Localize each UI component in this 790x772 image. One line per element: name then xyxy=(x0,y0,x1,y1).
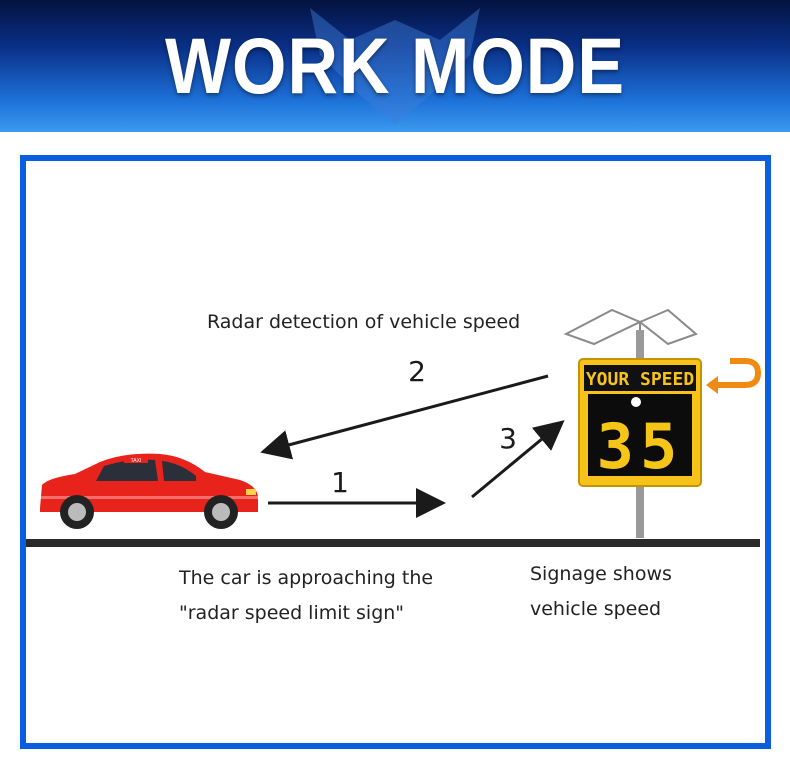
uturn-arrow-icon xyxy=(712,358,762,388)
sign-caption-line-1: Signage shows xyxy=(530,563,672,585)
step-3-number: 3 xyxy=(499,422,517,455)
car-caption-line-2: "radar speed limit sign" xyxy=(179,602,405,624)
radar-speed-sign: YOUR SPEED 35 xyxy=(578,358,702,487)
taxi-car-icon: TAXI xyxy=(40,453,258,529)
radar-detection-label: Radar detection of vehicle speed xyxy=(207,311,521,333)
step-2-number: 2 xyxy=(408,355,426,388)
header-banner: WORK MODE xyxy=(0,0,790,132)
taxi-roof-text: TAXI xyxy=(131,458,142,464)
sign-speed-display: 35 xyxy=(597,410,684,483)
work-mode-diagram: TAXI 1 2 3 YOUR SPEED xyxy=(26,308,762,547)
solar-panel-icon xyxy=(563,308,698,346)
sign-caption-line-2: vehicle speed xyxy=(530,598,662,620)
arrow-radar xyxy=(260,374,549,460)
car-caption-line-1: The car is approaching the xyxy=(179,567,434,589)
step-1-number: 1 xyxy=(331,466,349,499)
radar-sensor-light xyxy=(631,397,641,407)
sign-header-text: YOUR SPEED xyxy=(586,369,695,390)
page-title: WORK MODE xyxy=(164,22,626,110)
wolf-logo-icon xyxy=(310,8,480,125)
taxi-roof-sign xyxy=(124,456,148,463)
arrow-display xyxy=(471,420,565,499)
diagram-frame: TAXI 1 2 3 YOUR SPEED xyxy=(20,155,771,749)
